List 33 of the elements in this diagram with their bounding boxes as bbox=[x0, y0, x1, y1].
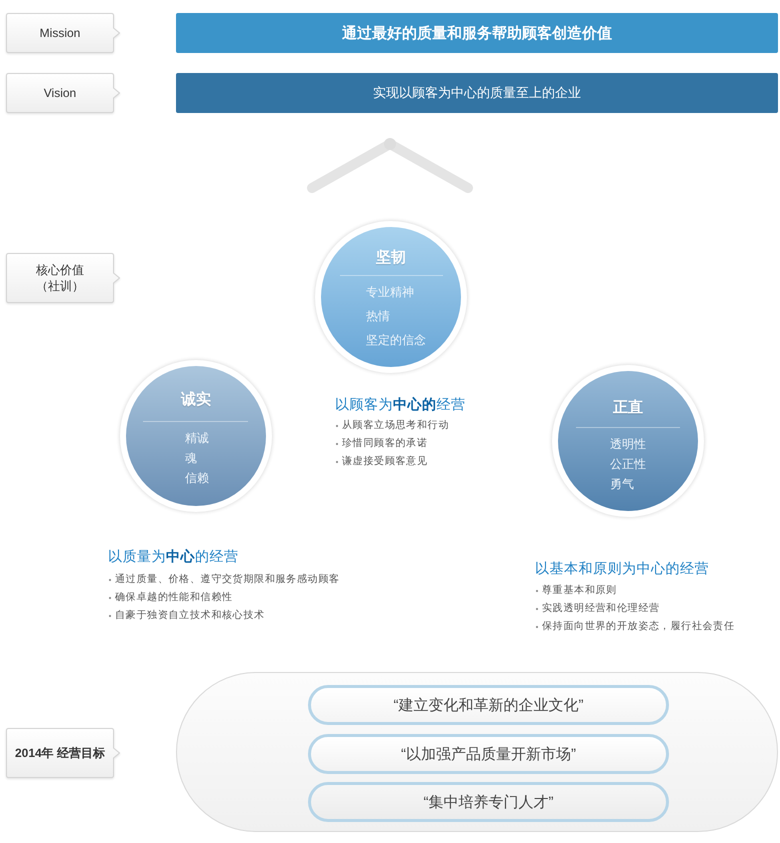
circle-item: 透明性 bbox=[610, 436, 646, 452]
circle-item: 勇气 bbox=[610, 476, 634, 492]
banner: 实现以顾客为中心的质量至上的企业 bbox=[176, 73, 778, 113]
circle-title: 坚韧 bbox=[376, 248, 406, 268]
bullet-text: 珍惜同顾客的承诺 bbox=[342, 437, 428, 451]
section-tag: 2014年 经营目标 bbox=[6, 728, 120, 778]
bullet-text: 自豪于独资自立技术和核心技术 bbox=[115, 609, 265, 623]
circle-item: 热情 bbox=[366, 308, 390, 324]
goal-box: “建立变化和革新的企业文化” bbox=[308, 685, 669, 725]
circle-item: 公正性 bbox=[610, 456, 646, 472]
bullet-text: 通过质量、价格、遵守交货期限和服务感动顾客 bbox=[115, 573, 340, 587]
section-tag: 核心价值（社训） bbox=[6, 253, 120, 303]
circle-title: 诚实 bbox=[181, 390, 211, 410]
bullet-text: 尊重基本和原则 bbox=[542, 584, 617, 598]
bullet-text: 谦虚接受顾客意见 bbox=[342, 455, 428, 469]
bullet-text: 保持面向世界的开放姿态，履行社会责任 bbox=[542, 620, 735, 634]
section-tag: Mission bbox=[6, 13, 120, 53]
bullet-text: 确保卓越的性能和信赖性 bbox=[115, 591, 233, 605]
goal-box: “集中培养专门人才” bbox=[308, 782, 669, 822]
circle-item: 坚定的信念 bbox=[366, 332, 426, 348]
circle-item: 魂 bbox=[185, 450, 197, 466]
circle-item: 信赖 bbox=[185, 470, 209, 486]
section-heading: 以基本和原则为中心的经营 bbox=[535, 559, 709, 578]
goal-box: “以加强产品质量开新市场” bbox=[308, 734, 669, 774]
bullet-text: 从顾客立场思考和行动 bbox=[342, 419, 449, 433]
section-heading: 以质量为中心的经营 bbox=[108, 547, 238, 566]
circle-title: 正直 bbox=[613, 398, 643, 418]
circle-item: 专业精神 bbox=[366, 284, 414, 300]
section-tag: Vision bbox=[6, 73, 120, 113]
bullet-text: 实践透明经营和伦理经营 bbox=[542, 602, 660, 616]
banner: 通过最好的质量和服务帮助顾客创造价值 bbox=[176, 13, 778, 53]
section-heading: 以顾客为中心的经营 bbox=[335, 395, 466, 414]
circle-item: 精诚 bbox=[185, 430, 209, 446]
